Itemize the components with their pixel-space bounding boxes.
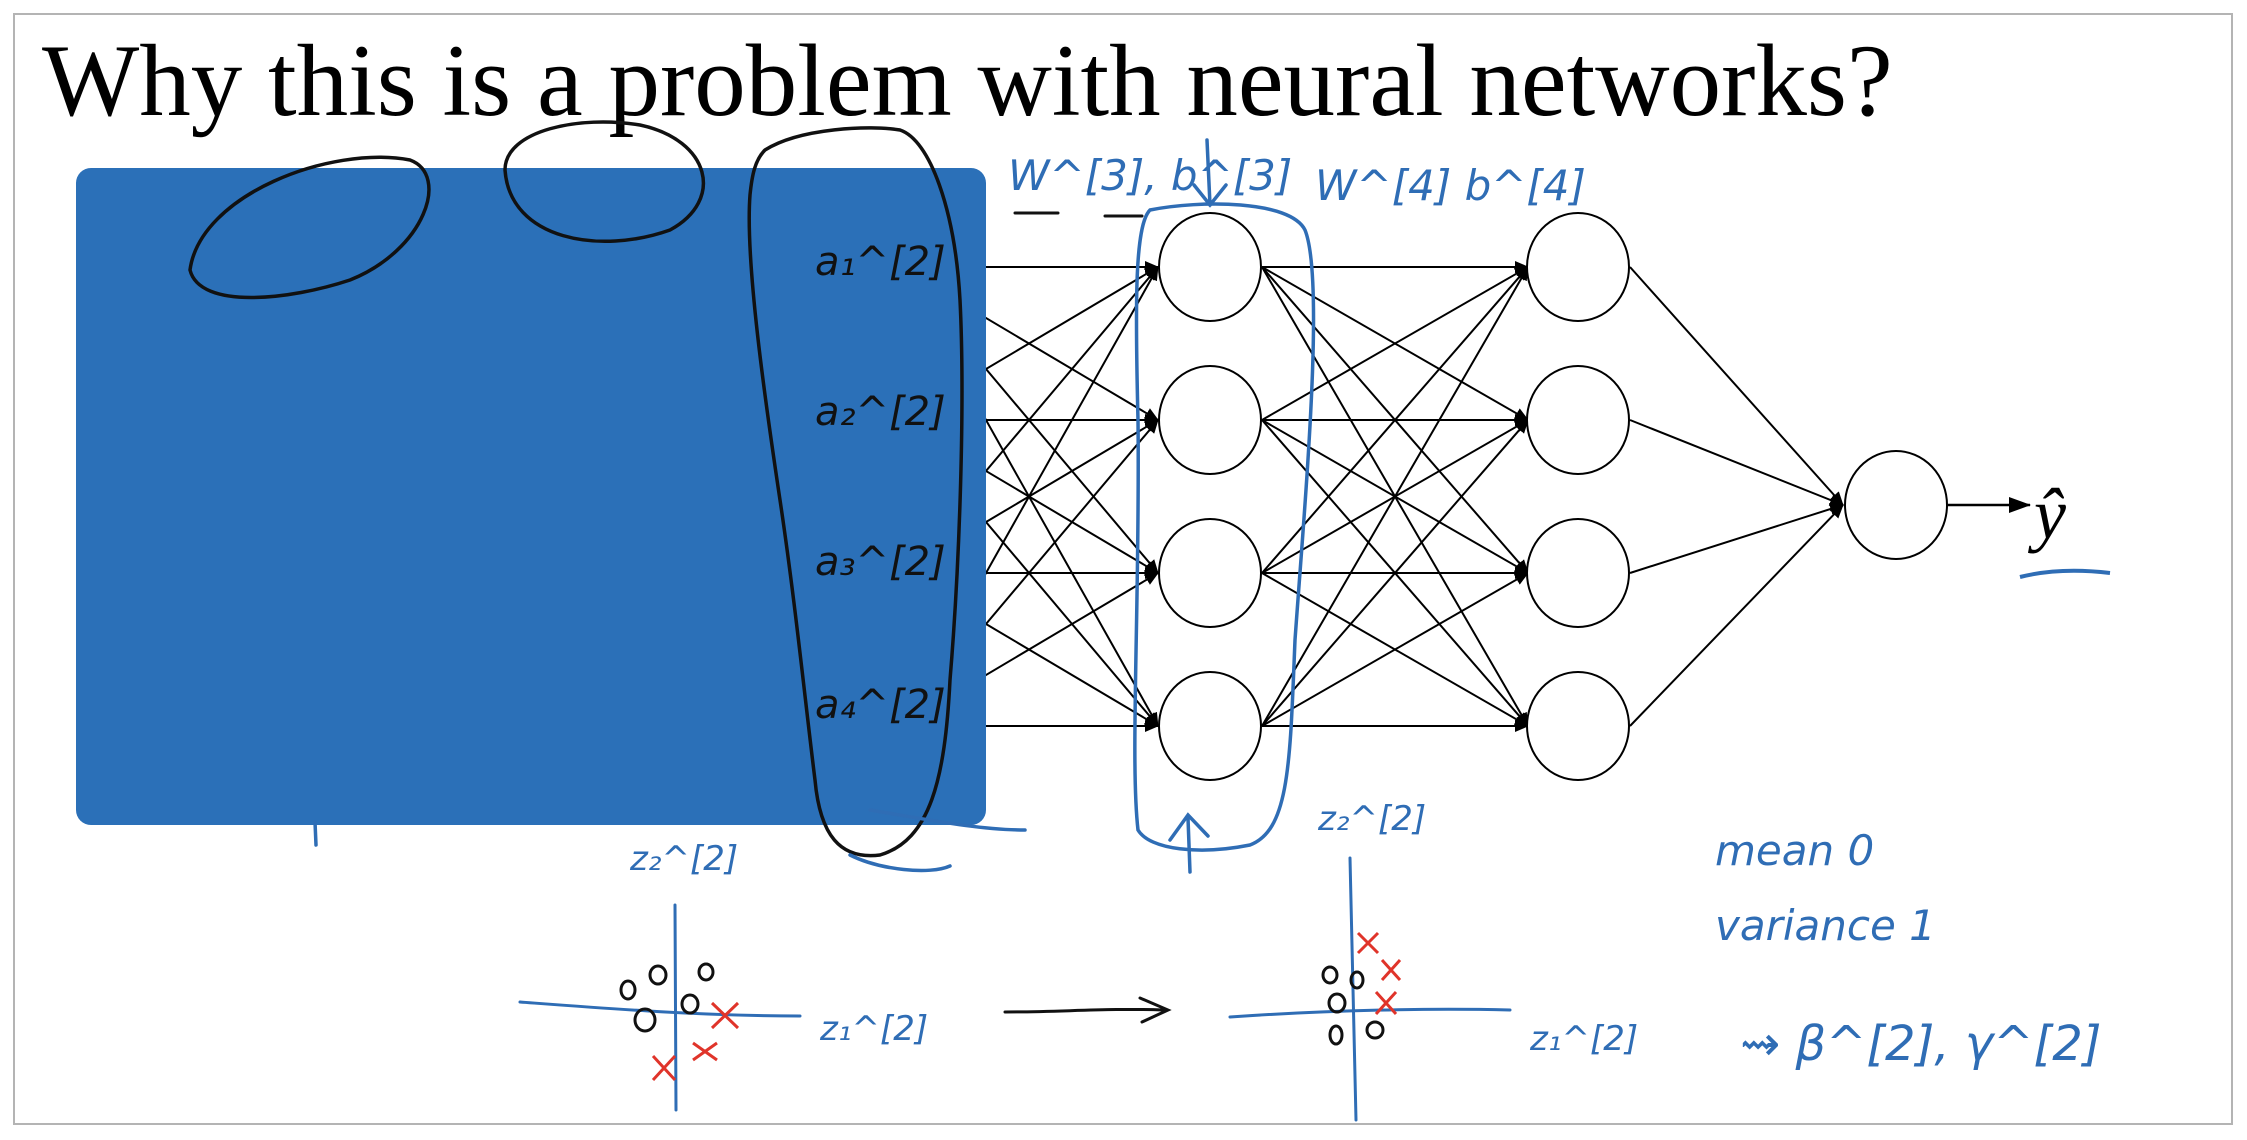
node: [1158, 365, 1262, 475]
output-underline-ink: [2019, 568, 2111, 579]
output-label: ŷ: [2027, 474, 2066, 554]
node: [1526, 365, 1630, 475]
black-ink: [188, 120, 1172, 1024]
stats-mean-label: mean 0: [1715, 826, 1874, 875]
stats-variance-label: variance 1: [1715, 901, 1936, 950]
blue-ink: [313, 138, 1512, 1122]
edges-h1-to-h2: [1261, 261, 1529, 732]
stats-params-label: ⇝ β^[2], γ^[2]: [1740, 1016, 2101, 1072]
axis-right-vertical-label: z₂^[2]: [1317, 799, 1426, 839]
activation-label-1: a₁^[2]: [815, 239, 946, 285]
node: [1158, 518, 1262, 628]
output-node: [1844, 450, 1948, 560]
activation-labels: a₁^[2] a₂^[2] a₃^[2] a₄^[2]: [815, 239, 946, 728]
scatter-right: [1321, 931, 1402, 1046]
handwritten-labels: W^[3], b^[3] W^[4] b^[4] z₂^[2] z₁^[2] z…: [629, 151, 2101, 1072]
hidden-layer-3: [1158, 212, 1262, 781]
axis-right-horizontal-label: z₁^[2]: [1529, 1019, 1638, 1059]
params-layer4-label: W^[4] b^[4]: [1315, 161, 1586, 210]
node: [1526, 518, 1630, 628]
node: [1526, 671, 1630, 781]
slide-title: Why this is a problem with neural networ…: [42, 24, 1893, 138]
activation-label-3: a₃^[2]: [815, 539, 946, 585]
node: [1158, 212, 1262, 322]
node: [1526, 212, 1630, 322]
scatter-left: [619, 962, 740, 1082]
activation-label-2: a₂^[2]: [815, 389, 946, 435]
node: [1158, 671, 1262, 781]
axis-left-horizontal-label: z₁^[2]: [819, 1009, 928, 1049]
axis-left-vertical-label: z₂^[2]: [629, 839, 738, 879]
edges-h2-to-output: [1629, 266, 1844, 727]
hidden-layer-4: [1526, 212, 1630, 781]
params-layer3-label: W^[3], b^[3]: [1008, 151, 1292, 200]
activation-label-4: a₄^[2]: [815, 682, 946, 728]
